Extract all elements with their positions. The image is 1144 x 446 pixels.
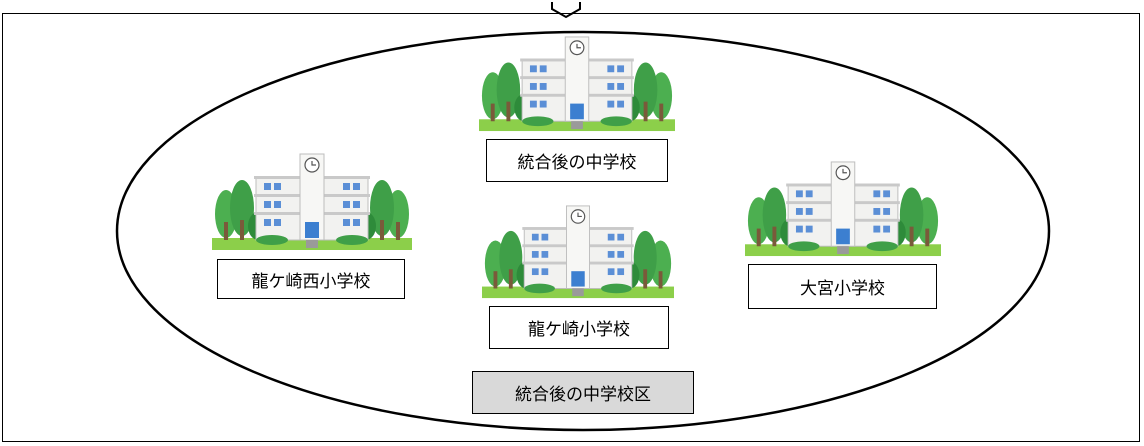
school-building-icon (212, 153, 412, 251)
school-building-icon (482, 205, 674, 299)
school-building-icon (478, 36, 676, 132)
omiya-school-label: 大宮小学校 (748, 264, 937, 309)
ryugasaki-school-label: 龍ケ崎小学校 (489, 306, 669, 349)
merged-junior-high-label: 統合後の中学校 (486, 139, 668, 182)
school-building-icon (744, 161, 942, 257)
chevron-down-arrow-icon (551, 2, 581, 19)
district-label: 統合後の中学校区 (472, 371, 694, 414)
ryugasaki-nishi-school-label: 龍ケ崎西小学校 (217, 259, 405, 299)
